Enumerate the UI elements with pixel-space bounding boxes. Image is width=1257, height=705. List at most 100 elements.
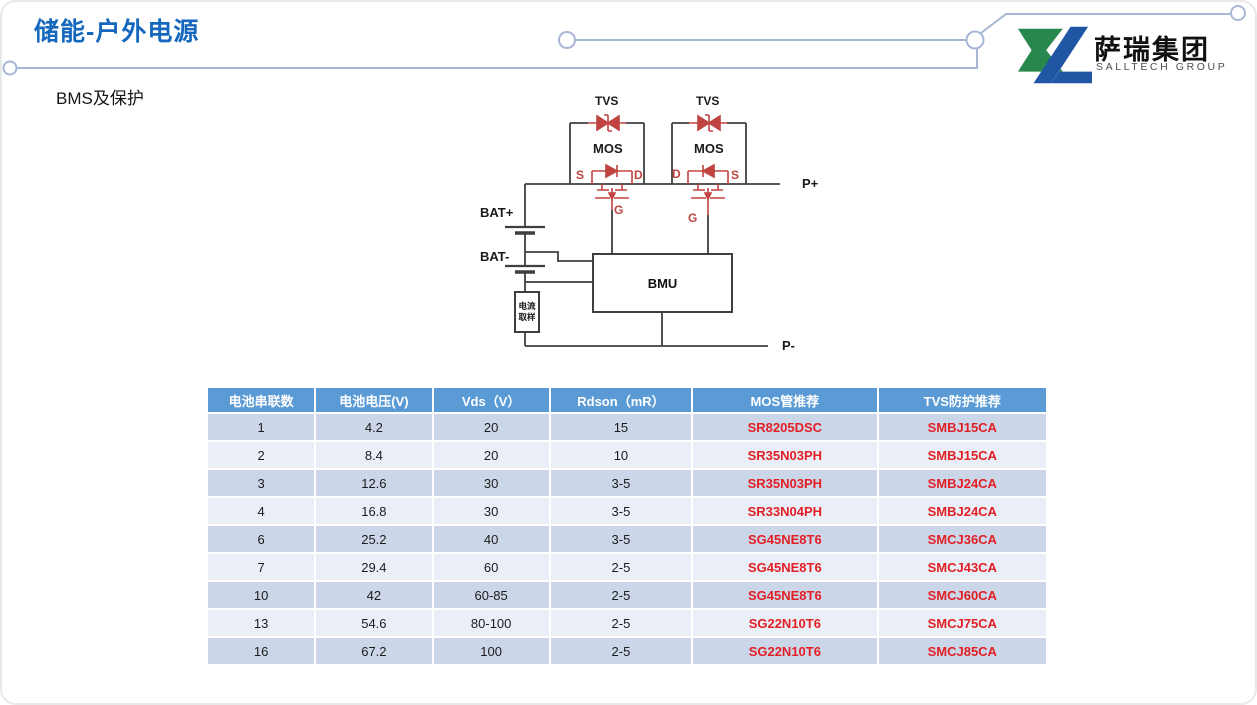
table-cell: 13 [208, 610, 315, 636]
table-cell: SMCJ75CA [878, 610, 1046, 636]
table-cell: 30 [433, 498, 549, 524]
table-cell: 1 [208, 414, 315, 440]
tvs2-label: TVS [696, 94, 720, 108]
table-cell: 60-85 [433, 582, 549, 608]
deco-node-circle [1230, 5, 1246, 21]
logo-blue-bar-shape [1051, 71, 1092, 84]
mos2-label: MOS [694, 141, 724, 156]
column-header: Rdson（mR） [550, 388, 692, 412]
table-cell: SG45NE8T6 [693, 582, 877, 608]
salltech-logo-icon [1017, 26, 1092, 84]
current-sampling-label-line2: 取样 [518, 312, 536, 322]
mosfet2-drain-label: D [672, 167, 681, 181]
table-cell: 25.2 [316, 526, 432, 552]
mosfet-symbol-icon [687, 163, 729, 215]
table-cell: 3 [208, 470, 315, 496]
battery-symbol-bat-minus [505, 264, 545, 274]
mosfet1-gate-label: G [614, 203, 624, 217]
table-cell: 3-5 [550, 498, 692, 524]
column-header: 电池电压(V) [316, 388, 432, 412]
table-cell: 42 [316, 582, 432, 608]
table-cell: SMBJ24CA [878, 470, 1046, 496]
table-cell: SR8205DSC [693, 414, 877, 440]
deco-diagonal-line [980, 13, 1231, 34]
table-cell: 6 [208, 526, 315, 552]
p-minus-label: P- [782, 338, 795, 353]
table-cell: 16.8 [316, 498, 432, 524]
table-cell: 2-5 [550, 638, 692, 664]
table-cell: SG22N10T6 [693, 638, 877, 664]
table-cell: 20 [433, 414, 549, 440]
table-cell: SG45NE8T6 [693, 526, 877, 552]
table-cell: 100 [433, 638, 549, 664]
mosfet1-drain-label: D [634, 168, 643, 182]
p-plus-label: P+ [802, 176, 819, 191]
table-cell: 80-100 [433, 610, 549, 636]
current-sampling-label-line1: 电流 [518, 301, 536, 312]
bmu-label: BMU [647, 275, 678, 291]
table-cell: SMCJ36CA [878, 526, 1046, 552]
table-cell: 54.6 [316, 610, 432, 636]
table-cell: SMCJ60CA [878, 582, 1046, 608]
table-cell: 30 [433, 470, 549, 496]
bmu-block: BMU [592, 253, 733, 313]
battery-symbol-bat-plus [505, 225, 545, 235]
mosfet-symbol-icon [591, 163, 633, 210]
table-cell: 3-5 [550, 470, 692, 496]
bms-circuit-diagram [505, 114, 780, 347]
mosfet1-source-label: S [576, 168, 585, 182]
table-cell: SG22N10T6 [693, 610, 877, 636]
table-cell: SR35N03PH [693, 470, 877, 496]
page-title: 储能-户外电源 [34, 18, 200, 46]
deco-node-circle [558, 31, 576, 49]
current-sampling-block: 电流 取样 [514, 291, 540, 333]
table-cell: SMBJ15CA [878, 414, 1046, 440]
deco-node-circle [965, 30, 985, 50]
table-cell: 3-5 [550, 526, 692, 552]
tvs1-label: TVS [595, 94, 619, 108]
table-cell: 60 [433, 554, 549, 580]
circuit-wires [524, 122, 780, 347]
table-cell: 4 [208, 498, 315, 524]
mos1-label: MOS [593, 141, 623, 156]
mosfet2-gate-label: G [688, 211, 698, 225]
table-cell: 20 [433, 442, 549, 468]
table-cell: 16 [208, 638, 315, 664]
table-cell: 29.4 [316, 554, 432, 580]
column-header: Vds（V） [433, 388, 549, 412]
table-cell: 10 [550, 442, 692, 468]
table-cell: 8.4 [316, 442, 432, 468]
table-cell: 7 [208, 554, 315, 580]
column-header: TVS防护推荐 [878, 388, 1046, 412]
table-cell: SMCJ43CA [878, 554, 1046, 580]
column-header: MOS管推荐 [693, 388, 877, 412]
table-cell: 2-5 [550, 582, 692, 608]
mosfet2-source-label: S [731, 168, 740, 182]
bat-plus-label: BAT+ [480, 205, 514, 220]
table-cell: SR35N03PH [693, 442, 877, 468]
table-cell: 67.2 [316, 638, 432, 664]
table-cell: 2-5 [550, 554, 692, 580]
section-subtitle: BMS及保护 [56, 89, 144, 108]
table-cell: SMBJ15CA [878, 442, 1046, 468]
table-cell: SMBJ24CA [878, 498, 1046, 524]
table-cell: 12.6 [316, 470, 432, 496]
deco-long-line [16, 47, 978, 69]
table-cell: SMCJ85CA [878, 638, 1046, 664]
table-cell: 10 [208, 582, 315, 608]
table-cell: 2 [208, 442, 315, 468]
logo-company-name-en: SALLTECH GROUP [1096, 61, 1228, 73]
logo-blue-diagonal-shape [1033, 26, 1089, 84]
column-header: 电池串联数 [208, 388, 315, 412]
table-cell: 15 [550, 414, 692, 440]
table-cell: 2-5 [550, 610, 692, 636]
